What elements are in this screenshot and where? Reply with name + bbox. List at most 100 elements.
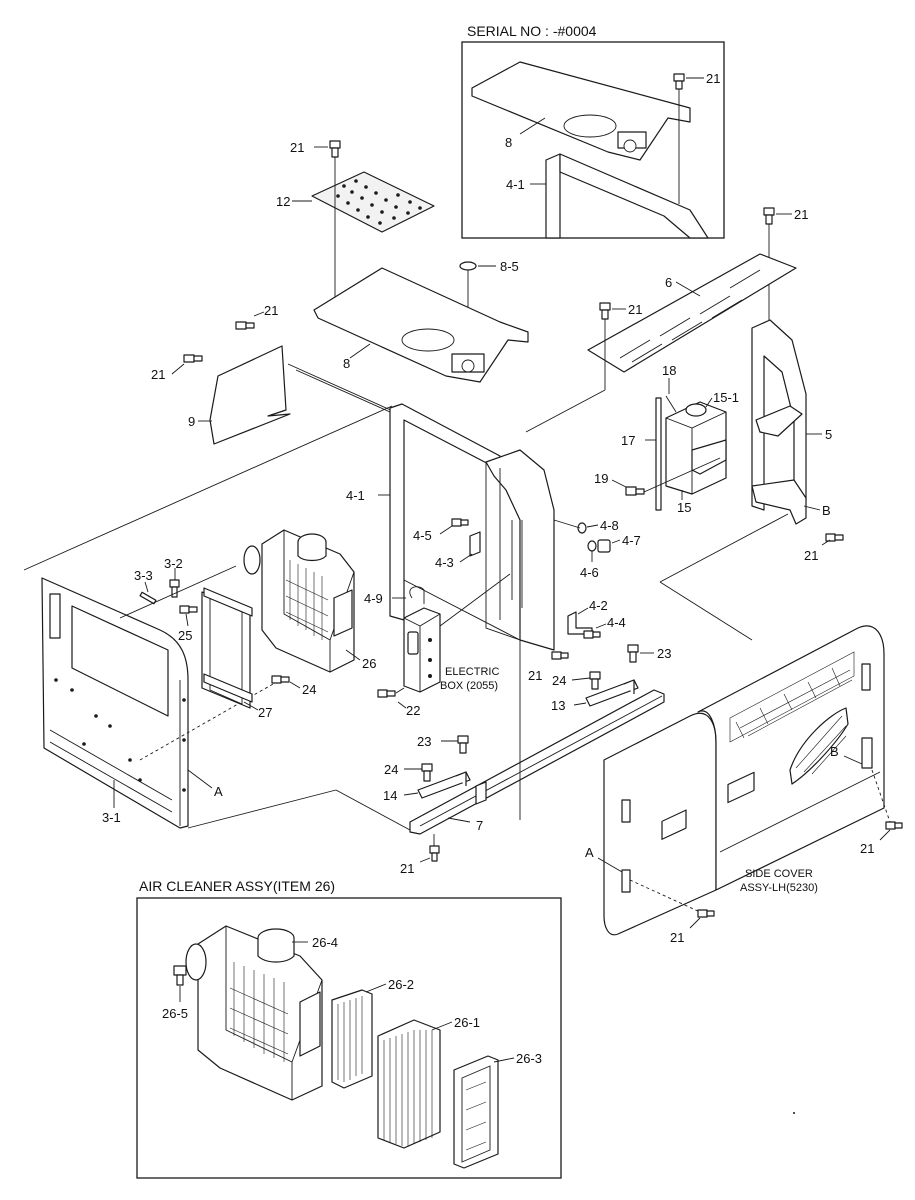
bolt-21-panel9-top xyxy=(235,321,255,330)
callout-13: 13 xyxy=(551,698,565,713)
inset-plate-8-cutout xyxy=(563,114,617,138)
callout-B-bracket: B xyxy=(822,503,831,518)
bolt-24-lower xyxy=(421,763,433,782)
inset-filter-element-26-1 xyxy=(377,1019,441,1149)
side-cover-note-line1: SIDE COVER xyxy=(745,868,813,880)
callout-21-cover6-left: 21 xyxy=(628,302,642,317)
inset-callout-26-5: 26-5 xyxy=(162,1006,188,1021)
panel-slot xyxy=(49,593,61,639)
bolt-21-top xyxy=(329,140,341,158)
callout-25: 25 xyxy=(178,628,192,643)
callout-18: 18 xyxy=(662,363,676,378)
bolt-25 xyxy=(179,605,198,614)
callout-4-4: 4-4 xyxy=(607,615,626,630)
reservoir-cap-15-1 xyxy=(685,403,707,417)
side-cover-note-line2: ASSY-LH(5230) xyxy=(740,882,818,894)
serial-inset-frame xyxy=(461,41,725,239)
frame-4-1 xyxy=(389,403,501,621)
support-cover-6 xyxy=(587,253,797,373)
inset-plate-8-port xyxy=(623,139,637,153)
clamp-4-9 xyxy=(409,586,425,604)
bolt-4-4 xyxy=(583,630,601,639)
callout-21-cover6-right: 21 xyxy=(794,207,808,222)
electric-box-note-line2: BOX (2055) xyxy=(440,680,498,692)
callout-3-3: 3-3 xyxy=(134,568,153,583)
side-cover-handle-left xyxy=(661,809,687,840)
callout-21-panel9-top: 21 xyxy=(264,303,278,318)
callout-15: 15 xyxy=(677,500,691,515)
electric-box xyxy=(403,607,441,693)
fastener-path-dashed xyxy=(139,679,281,761)
bolt-21-panel9-left xyxy=(183,354,203,363)
frame-upright-4-1 xyxy=(485,449,555,651)
callout-24-bracket: 24 xyxy=(302,682,316,697)
bolt-3-2 xyxy=(169,579,180,598)
callout-15-1: 15-1 xyxy=(713,390,739,405)
bracket-5 xyxy=(751,319,807,511)
callout-17: 17 xyxy=(621,433,635,448)
callout-4-9: 4-9 xyxy=(364,591,383,606)
inset-frame-4-1-beam xyxy=(559,153,709,239)
bracket-5-foot xyxy=(751,479,807,525)
inset-callout-26-4: 26-4 xyxy=(312,935,338,950)
air-cleaner-inset: AIR CLEANER ASSY(ITEM 26) 26-4 26-5 26-2… xyxy=(136,878,562,1179)
air-cleaner-inset-title: AIR CLEANER ASSY(ITEM 26) xyxy=(139,878,335,894)
callout-21-rail: 21 xyxy=(400,861,414,876)
hinge-left-upper xyxy=(621,799,631,823)
bolt-21-bracket5 xyxy=(825,533,844,542)
bolt-21-frame xyxy=(551,651,569,660)
panel-window xyxy=(71,605,169,717)
callout-21-cover-right: 21 xyxy=(860,841,874,856)
callout-4-6: 4-6 xyxy=(580,565,599,580)
washer-4-6 xyxy=(587,540,597,552)
serial-inset-title: SERIAL NO : -#0004 xyxy=(467,23,597,39)
inset-callout-21: 21 xyxy=(706,71,720,86)
callout-3-1: 3-1 xyxy=(102,810,121,825)
side-cover-lower-grille xyxy=(789,707,849,785)
reservoir-mount xyxy=(691,439,727,475)
callout-8: 8 xyxy=(343,356,350,371)
stud-3-3 xyxy=(139,591,157,605)
inset-callout-26-1: 26-1 xyxy=(454,1015,480,1030)
callout-6: 6 xyxy=(665,275,672,290)
inset-housing-26-4 xyxy=(197,925,323,1101)
callout-22: 22 xyxy=(406,703,420,718)
callout-3-2: 3-2 xyxy=(164,556,183,571)
perforated-plate-12-holes xyxy=(336,179,422,225)
bolt-4-5 xyxy=(451,518,469,527)
bracket-5-shelf xyxy=(755,405,803,437)
nut-4-7 xyxy=(597,539,611,553)
rail-7 xyxy=(409,689,665,835)
reservoir-tank-15 xyxy=(665,401,727,495)
washer-4-8 xyxy=(577,522,587,534)
side-cover-door-right xyxy=(697,625,885,891)
side-cover-door-left xyxy=(603,712,717,936)
bolt-24-upper xyxy=(589,671,601,690)
bracket-14 xyxy=(417,771,471,799)
callout-27: 27 xyxy=(258,705,272,720)
callout-21-top: 21 xyxy=(290,140,304,155)
hinge-left-lower xyxy=(621,869,631,893)
callout-4-5: 4-5 xyxy=(413,528,432,543)
callout-19: 19 xyxy=(594,471,608,486)
air-cleaner-inset-frame xyxy=(136,897,562,1179)
callout-4-3: 4-3 xyxy=(435,555,454,570)
stray-mark xyxy=(793,1112,795,1114)
plate-4-3 xyxy=(469,531,481,557)
inset-callout-8: 8 xyxy=(505,135,512,150)
callout-4-8: 4-8 xyxy=(600,518,619,533)
grommet-8-5 xyxy=(459,261,477,271)
bolt-21-cover-right xyxy=(885,821,903,830)
inset-bolt-21 xyxy=(673,73,685,90)
callout-26: 26 xyxy=(362,656,376,671)
bolt-21-rail xyxy=(429,845,440,862)
air-cleaner-26 xyxy=(243,529,355,673)
callout-24-lower: 24 xyxy=(384,762,398,777)
bracket-4-2 xyxy=(567,611,593,635)
top-plate-8-cutout xyxy=(401,328,455,352)
callout-A-cover: A xyxy=(585,845,594,860)
callout-4-2: 4-2 xyxy=(589,598,608,613)
hinge-right-lower xyxy=(861,737,873,769)
bolt-21-cover6-right xyxy=(763,207,775,225)
callout-7: 7 xyxy=(476,818,483,833)
